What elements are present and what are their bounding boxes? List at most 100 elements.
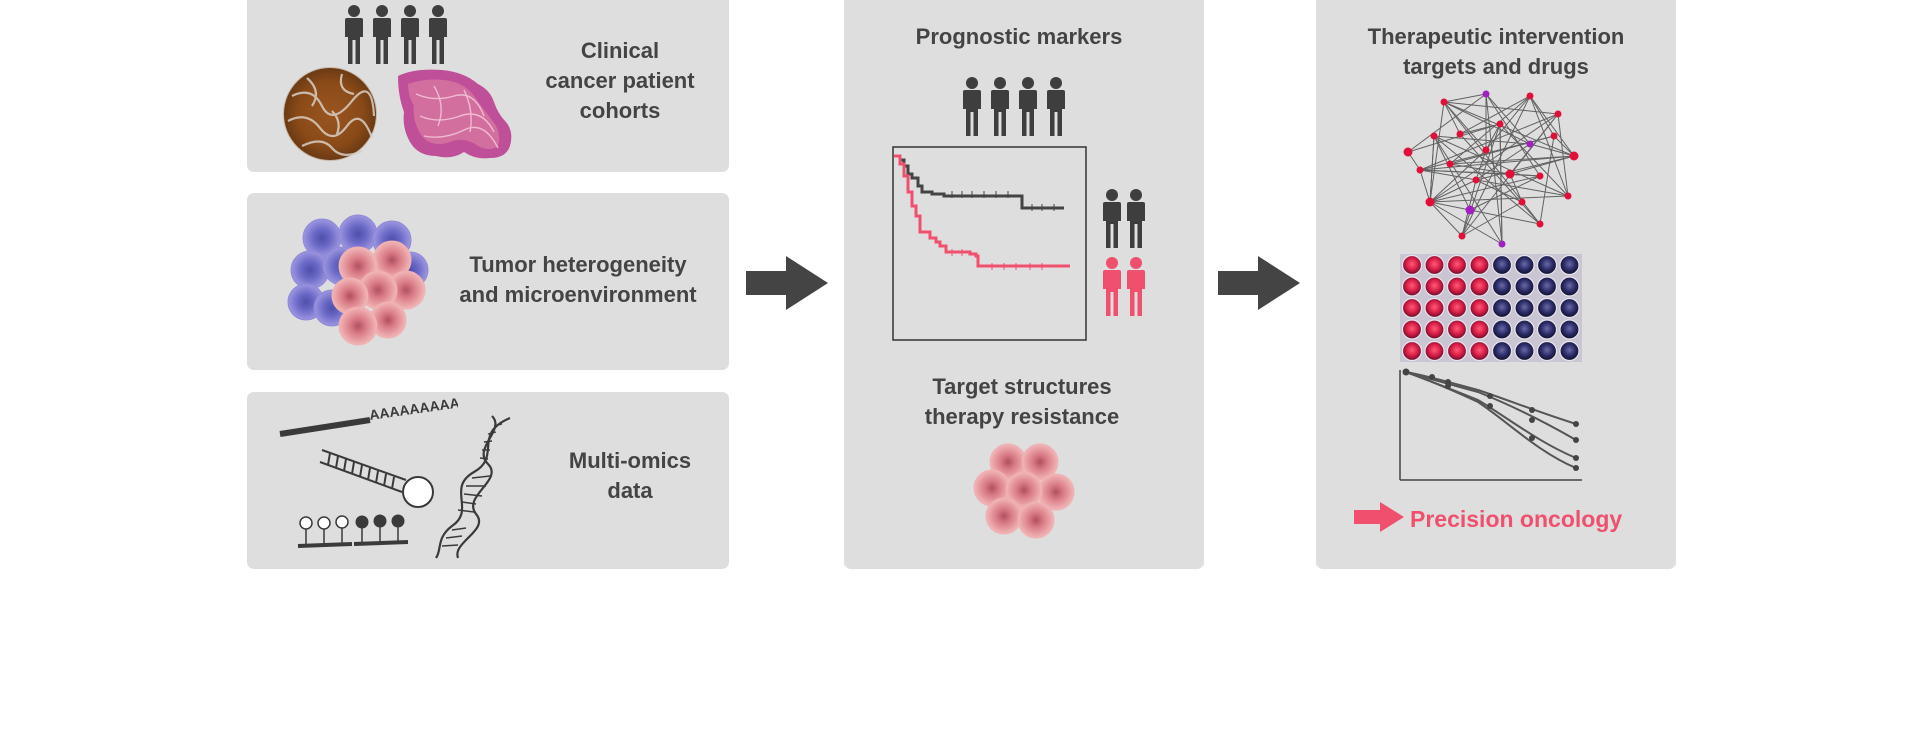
label-line: cohorts: [579, 98, 661, 123]
network-node: [1482, 90, 1490, 98]
label-tumor-heterogeneity: Tumor heterogeneity and microenvironment: [440, 250, 716, 310]
network-node: [1458, 232, 1466, 240]
plate-well: [1559, 297, 1580, 319]
plate-well: [1469, 297, 1490, 319]
network-node: [1564, 192, 1572, 200]
title-prognostic-markers: Prognostic markers: [915, 24, 1123, 49]
network-node: [1554, 110, 1562, 118]
tumor-cells-icon: [287, 214, 429, 346]
plate-well: [1424, 340, 1445, 362]
plate-well: [1491, 297, 1513, 319]
arrow-icon: [746, 256, 828, 310]
plate-well: [1536, 340, 1558, 362]
title-therapeutic-targets: Therapeutic intervention targets and dru…: [1316, 22, 1676, 82]
plate-well: [1559, 276, 1580, 297]
plate-well: [1424, 254, 1445, 276]
plate-well: [1401, 340, 1423, 362]
plate-well: [1559, 319, 1580, 340]
people-icon: [345, 5, 447, 64]
dna-helix-icon: [435, 415, 511, 559]
plate-well: [1446, 254, 1468, 276]
well-plate-icon: [1400, 254, 1582, 362]
network-node: [1526, 92, 1534, 100]
label-line: Multi-omics: [568, 448, 692, 473]
plate-well: [1446, 297, 1468, 319]
network-node: [1446, 160, 1454, 168]
plate-well: [1401, 297, 1423, 319]
network-node: [1498, 240, 1506, 248]
people-icon: [1103, 189, 1145, 248]
plate-well: [1469, 254, 1490, 276]
plate-well: [1469, 319, 1490, 340]
plate-well: [1446, 276, 1468, 297]
network-node: [1496, 120, 1504, 128]
label-line: data: [607, 478, 653, 503]
network-node: [1505, 169, 1515, 179]
microrna-icon: [319, 449, 434, 508]
network-node: [1472, 176, 1480, 184]
plate-well: [1559, 254, 1580, 276]
network-node: [1456, 130, 1464, 138]
plate-well: [1536, 297, 1558, 319]
survival-curve-icon: [892, 146, 1087, 341]
plate-well: [1469, 276, 1490, 297]
methylation-icon: [297, 514, 409, 548]
conclusion-text: Precision oncology: [1410, 506, 1623, 532]
network-node: [1465, 205, 1475, 215]
plate-well: [1514, 340, 1535, 362]
plate-well: [1491, 254, 1513, 276]
network-node: [1403, 147, 1413, 157]
label-line: therapy resistance: [924, 404, 1120, 429]
label-clinical-cohorts: Clinical cancer patient cohorts: [520, 36, 720, 126]
plate-well: [1446, 340, 1468, 362]
plate-well: [1514, 254, 1535, 276]
plate-well: [1469, 340, 1490, 362]
network-icon: [1403, 90, 1579, 248]
network-node: [1536, 220, 1544, 228]
label-line: and microenvironment: [459, 282, 697, 307]
people-icon: [963, 77, 1065, 136]
plate-well: [1514, 276, 1535, 297]
network-node: [1536, 172, 1544, 180]
plate-well: [1401, 254, 1423, 276]
plate-well: [1491, 340, 1513, 362]
plate-well: [1424, 319, 1445, 340]
plate-well: [1514, 297, 1535, 319]
network-node: [1482, 146, 1490, 154]
plate-well: [1559, 340, 1580, 362]
arrow-icon: [1354, 502, 1404, 532]
plate-well: [1446, 319, 1468, 340]
plate-well: [1491, 319, 1513, 340]
people-icon: [1103, 257, 1145, 316]
dose-response-icon: [1399, 368, 1582, 481]
label-line: Therapeutic intervention: [1367, 24, 1625, 49]
plate-well: [1424, 297, 1445, 319]
tumor-cells-icon: [973, 443, 1075, 539]
label-line: cancer patient: [545, 68, 695, 93]
label-line: targets and drugs: [1403, 54, 1589, 79]
title-target-structures: Target structures therapy resistance: [844, 372, 1200, 432]
tissue-stain-icon: [283, 67, 377, 161]
network-node: [1526, 140, 1534, 148]
label-line: Target structures: [932, 374, 1112, 399]
network-node: [1430, 132, 1438, 140]
label-multi-omics: Multi-omics data: [530, 446, 730, 506]
arrow-icon: [1218, 256, 1300, 310]
label-line: Clinical: [580, 38, 660, 63]
network-node: [1569, 151, 1579, 161]
plate-well: [1491, 276, 1513, 297]
plate-well: [1401, 319, 1423, 340]
network-node: [1550, 132, 1558, 140]
plate-well: [1514, 319, 1535, 340]
network-node: [1416, 166, 1424, 174]
network-node: [1440, 98, 1448, 106]
network-node: [1425, 197, 1435, 207]
plate-well: [1401, 276, 1423, 297]
mrna-icon: AAAAAAAAA: [279, 398, 458, 437]
label-line: Tumor heterogeneity: [469, 252, 687, 277]
plate-well: [1536, 319, 1558, 340]
plate-well: [1536, 254, 1558, 276]
tissue-section-icon: [398, 69, 512, 159]
plate-well: [1536, 276, 1558, 297]
plate-well: [1424, 276, 1445, 297]
